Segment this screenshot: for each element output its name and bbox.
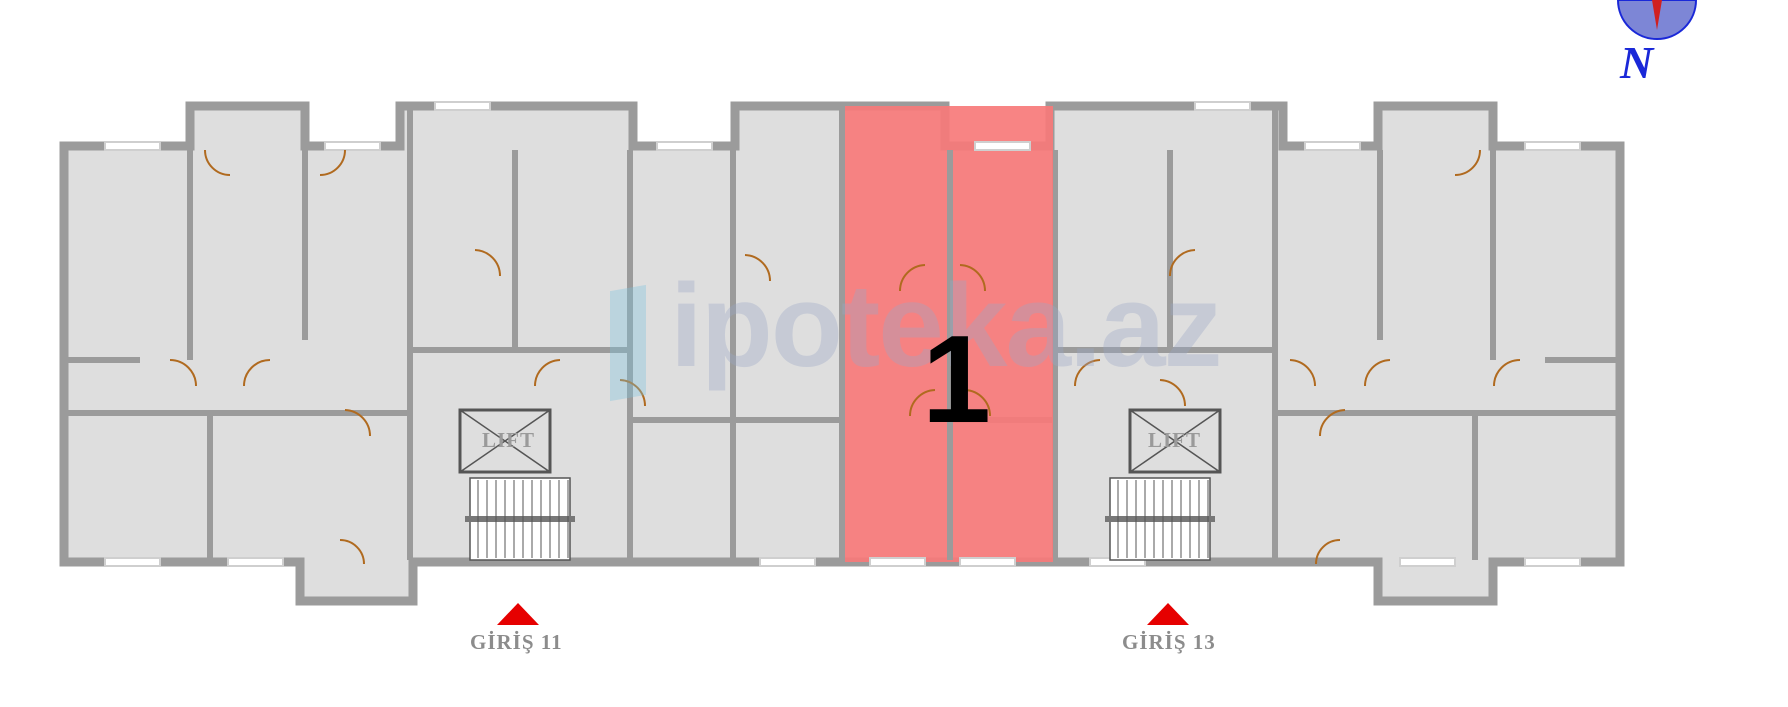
windows bbox=[104, 101, 1581, 567]
entrance-marker-13[interactable] bbox=[1147, 603, 1189, 625]
compass-needle-icon bbox=[1652, 0, 1662, 30]
lift-label-left: LIFT bbox=[482, 428, 536, 452]
lift-label-right: LIFT bbox=[1148, 428, 1202, 452]
apartment-number: 1 bbox=[922, 311, 991, 449]
entrance-label-13: GİRİŞ 13 bbox=[1122, 630, 1216, 654]
entrance-label-11: GİRİŞ 11 bbox=[470, 630, 563, 654]
door-swings bbox=[169, 149, 1521, 565]
north-label: N bbox=[1620, 37, 1654, 88]
entrance-marker-11[interactable] bbox=[497, 603, 539, 625]
stair-treads bbox=[477, 480, 1209, 558]
